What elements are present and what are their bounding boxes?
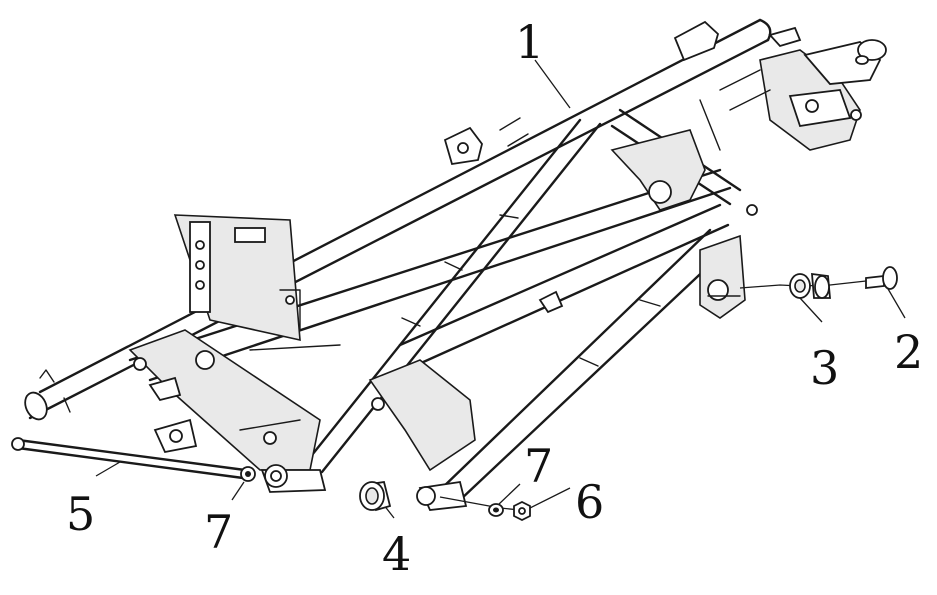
leader-6: [525, 487, 571, 511]
callout-1: 1: [515, 15, 544, 69]
rear-lower-tube: [438, 228, 732, 502]
callout-6: 6: [575, 475, 604, 529]
lower-left-bracket: [128, 329, 341, 493]
long-bolt-part-5: [11, 437, 247, 480]
callout-7-left: 7: [204, 505, 233, 559]
washer-part-7-right: [488, 503, 504, 517]
bolt-part-2: [865, 266, 898, 290]
center-lower-bracket: [368, 359, 476, 511]
callout-2: 2: [894, 325, 923, 379]
top-bracket-rear: [673, 20, 720, 62]
spacer-part-4: [359, 480, 392, 512]
down-tube: [298, 118, 602, 474]
nut-part-6: [513, 500, 531, 522]
washer-part-7-left: [240, 466, 256, 482]
leader-3: [799, 297, 823, 323]
leader-1: [534, 59, 571, 109]
callout-labels: 1 2 3 4 5 6 7 7: [66, 15, 923, 581]
bushing-part-3: [789, 272, 831, 299]
main-frame: [24, 18, 887, 511]
callout-7-right: 7: [524, 439, 553, 493]
callout-4: 4: [382, 527, 411, 581]
cradle-tube: [398, 203, 730, 370]
rear-mount-plate: [699, 234, 746, 319]
rear-gusset: [610, 129, 706, 211]
leader-5: [95, 461, 121, 477]
leader-7b: [497, 483, 521, 506]
lower-side-tube: [128, 168, 732, 382]
front-engine-bracket: [173, 214, 301, 342]
callout-5: 5: [66, 487, 95, 541]
leader-7a: [231, 481, 245, 501]
headstock-assembly: [699, 26, 887, 151]
callout-3: 3: [810, 341, 839, 395]
